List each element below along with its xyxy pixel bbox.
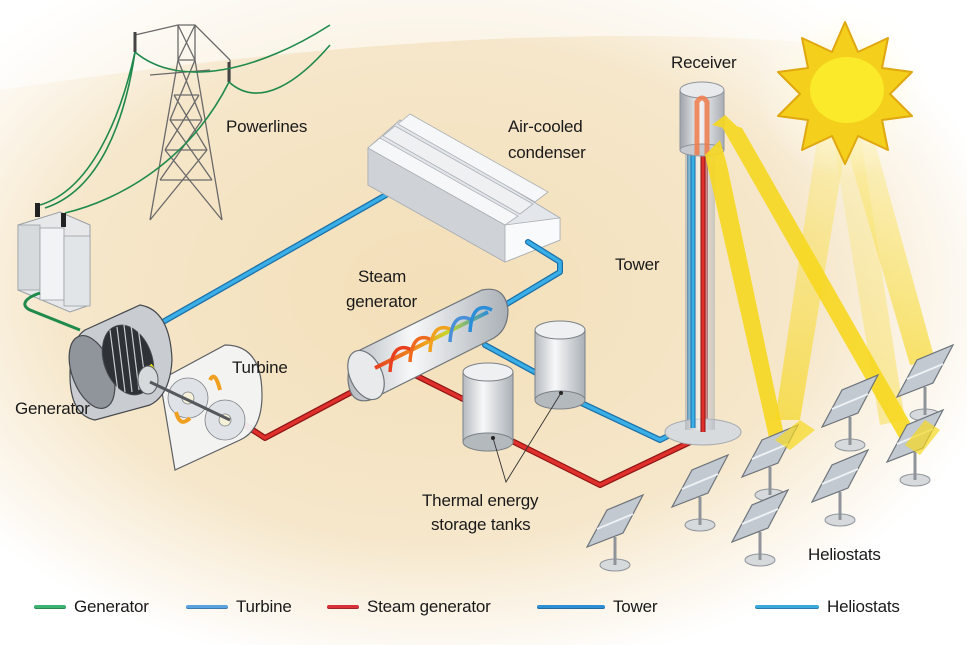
ground-fade-top — [0, 0, 967, 90]
label-steam-gen-line1: Steam — [358, 267, 407, 286]
label-turbine: Turbine — [232, 358, 288, 377]
legend-label: Steam generator — [367, 597, 491, 616]
label-tanks-line2: storage tanks — [431, 515, 531, 534]
legend-label: Generator — [74, 597, 149, 616]
legend-item-turbine: Turbine — [186, 592, 292, 622]
label-condenser-line1: Air-cooled — [508, 117, 583, 136]
heliostat — [730, 488, 790, 567]
label-generator: Generator — [15, 399, 90, 418]
legend: Generator Turbine Steam generator Tower … — [0, 592, 967, 622]
reflected-beams — [705, 115, 920, 448]
light-blue-line-icon — [186, 605, 228, 609]
label-heliostats: Heliostats — [808, 545, 881, 564]
red-line-icon — [327, 605, 359, 609]
label-condenser-line2: condenser — [508, 143, 586, 162]
heliostat — [895, 343, 955, 422]
heliostat — [810, 448, 870, 527]
hot-tank — [462, 362, 514, 452]
air-cooled-condenser — [367, 113, 561, 263]
label-tower: Tower — [615, 255, 660, 274]
cyan-line-icon — [755, 605, 819, 609]
cold-tank — [534, 320, 586, 410]
heliostats — [585, 343, 955, 572]
heliostat — [585, 493, 645, 572]
label-steam-gen-line2: generator — [346, 292, 417, 311]
green-line-icon — [34, 605, 66, 609]
legend-label: Heliostats — [827, 597, 900, 616]
transformer — [17, 203, 91, 313]
legend-label: Tower — [613, 597, 658, 616]
legend-label: Turbine — [236, 597, 292, 616]
sun-icon — [755, 0, 935, 178]
legend-item-tower: Tower — [537, 592, 658, 622]
beam-tails — [775, 420, 940, 455]
label-receiver: Receiver — [671, 53, 737, 72]
heliostat — [820, 373, 880, 452]
turbine-generator — [68, 304, 263, 471]
generator-wire — [23, 291, 81, 332]
steam-generator — [347, 288, 509, 402]
thermal-storage-tanks — [462, 320, 586, 484]
legend-item-heliostats: Heliostats — [755, 592, 900, 622]
legend-item-generator: Generator — [34, 592, 149, 622]
label-tanks-line1: Thermal energy — [422, 491, 539, 510]
label-powerlines: Powerlines — [226, 117, 308, 136]
transmission-tower — [133, 24, 231, 221]
powerlines — [39, 24, 331, 214]
blue-line-icon — [537, 605, 605, 609]
heliostat — [670, 453, 730, 532]
legend-item-steam-generator: Steam generator — [327, 592, 491, 622]
